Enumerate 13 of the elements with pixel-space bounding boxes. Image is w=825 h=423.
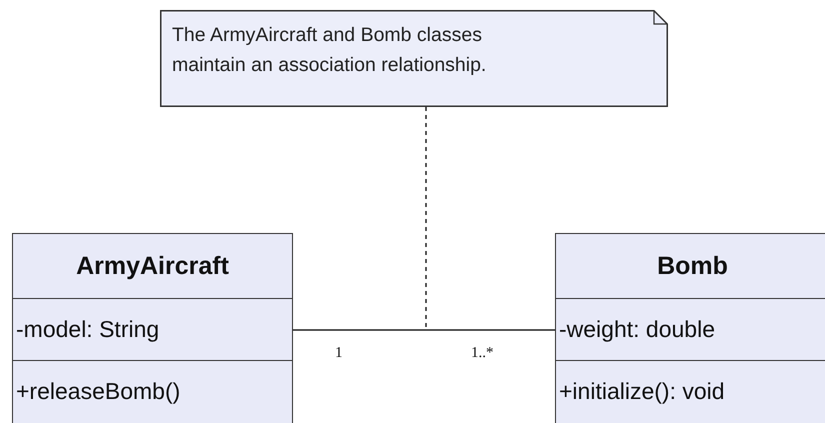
attribute: -model: String [13, 298, 292, 360]
multiplicity-label: 1 [335, 345, 342, 362]
association-line [293, 329, 555, 331]
class-name: Bomb [656, 251, 729, 282]
method: +initialize(): void [556, 360, 825, 422]
class-name: ArmyAircraft [75, 251, 230, 282]
note-text: The ArmyAircraft and Bomb classes maintain an association relationship. [172, 23, 488, 78]
class-box [555, 233, 825, 423]
method: +releaseBomb() [13, 360, 292, 422]
multiplicity-label: 1..* [471, 345, 494, 362]
attribute: -weight: double [556, 298, 825, 360]
class-box [12, 233, 293, 423]
note-connector [425, 107, 427, 330]
